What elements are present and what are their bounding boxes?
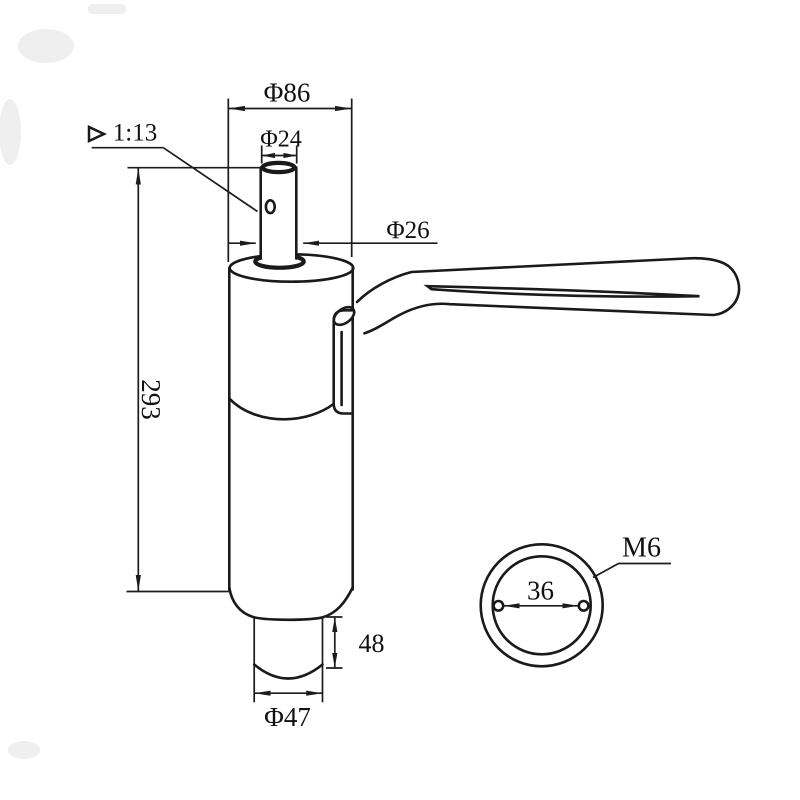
label-taper: 1:13 xyxy=(113,120,157,147)
rod-pin-hole xyxy=(264,199,276,215)
label-phi47: Φ47 xyxy=(264,702,311,732)
piston-rod xyxy=(259,160,298,260)
bottom-shoulder xyxy=(228,586,354,622)
dimension-stub-diameter: Φ47 xyxy=(254,690,323,732)
lever-clip xyxy=(332,309,355,415)
thread-callout: M6 xyxy=(592,533,671,579)
label-48: 48 xyxy=(359,629,385,658)
scan-smudges xyxy=(0,4,126,759)
dimension-stub-height: 48 xyxy=(326,616,385,669)
dimension-collar-diameter: Φ26 xyxy=(228,217,438,246)
label-m6: M6 xyxy=(622,533,661,564)
lever-outline xyxy=(355,256,741,335)
detail-outer-circle xyxy=(479,542,605,668)
detail-hole-right xyxy=(577,599,590,612)
sleeve-seam xyxy=(228,397,335,421)
rod-top-opening xyxy=(260,160,297,175)
detail-view-bottom: 36 M6 xyxy=(479,533,671,668)
taper-triangle-icon xyxy=(87,125,107,143)
lever-slot xyxy=(423,284,700,298)
bottom-stub xyxy=(252,618,324,703)
side-view-cylinder xyxy=(228,160,355,703)
dimension-rod-diameter: Φ24 xyxy=(260,127,302,164)
label-phi86: Φ86 xyxy=(264,78,311,108)
dimension-overall-height: 293 xyxy=(126,166,261,593)
dimension-body-diameter: Φ86 xyxy=(227,78,353,262)
release-lever xyxy=(332,256,741,415)
label-293: 293 xyxy=(136,379,166,420)
label-phi24: Φ24 xyxy=(260,127,302,153)
label-phi26: Φ26 xyxy=(386,217,429,244)
dimension-hole-spacing: 36 xyxy=(503,576,579,609)
taper-callout: 1:13 xyxy=(87,120,258,213)
detail-hole-left xyxy=(492,599,505,612)
label-36: 36 xyxy=(527,576,554,606)
